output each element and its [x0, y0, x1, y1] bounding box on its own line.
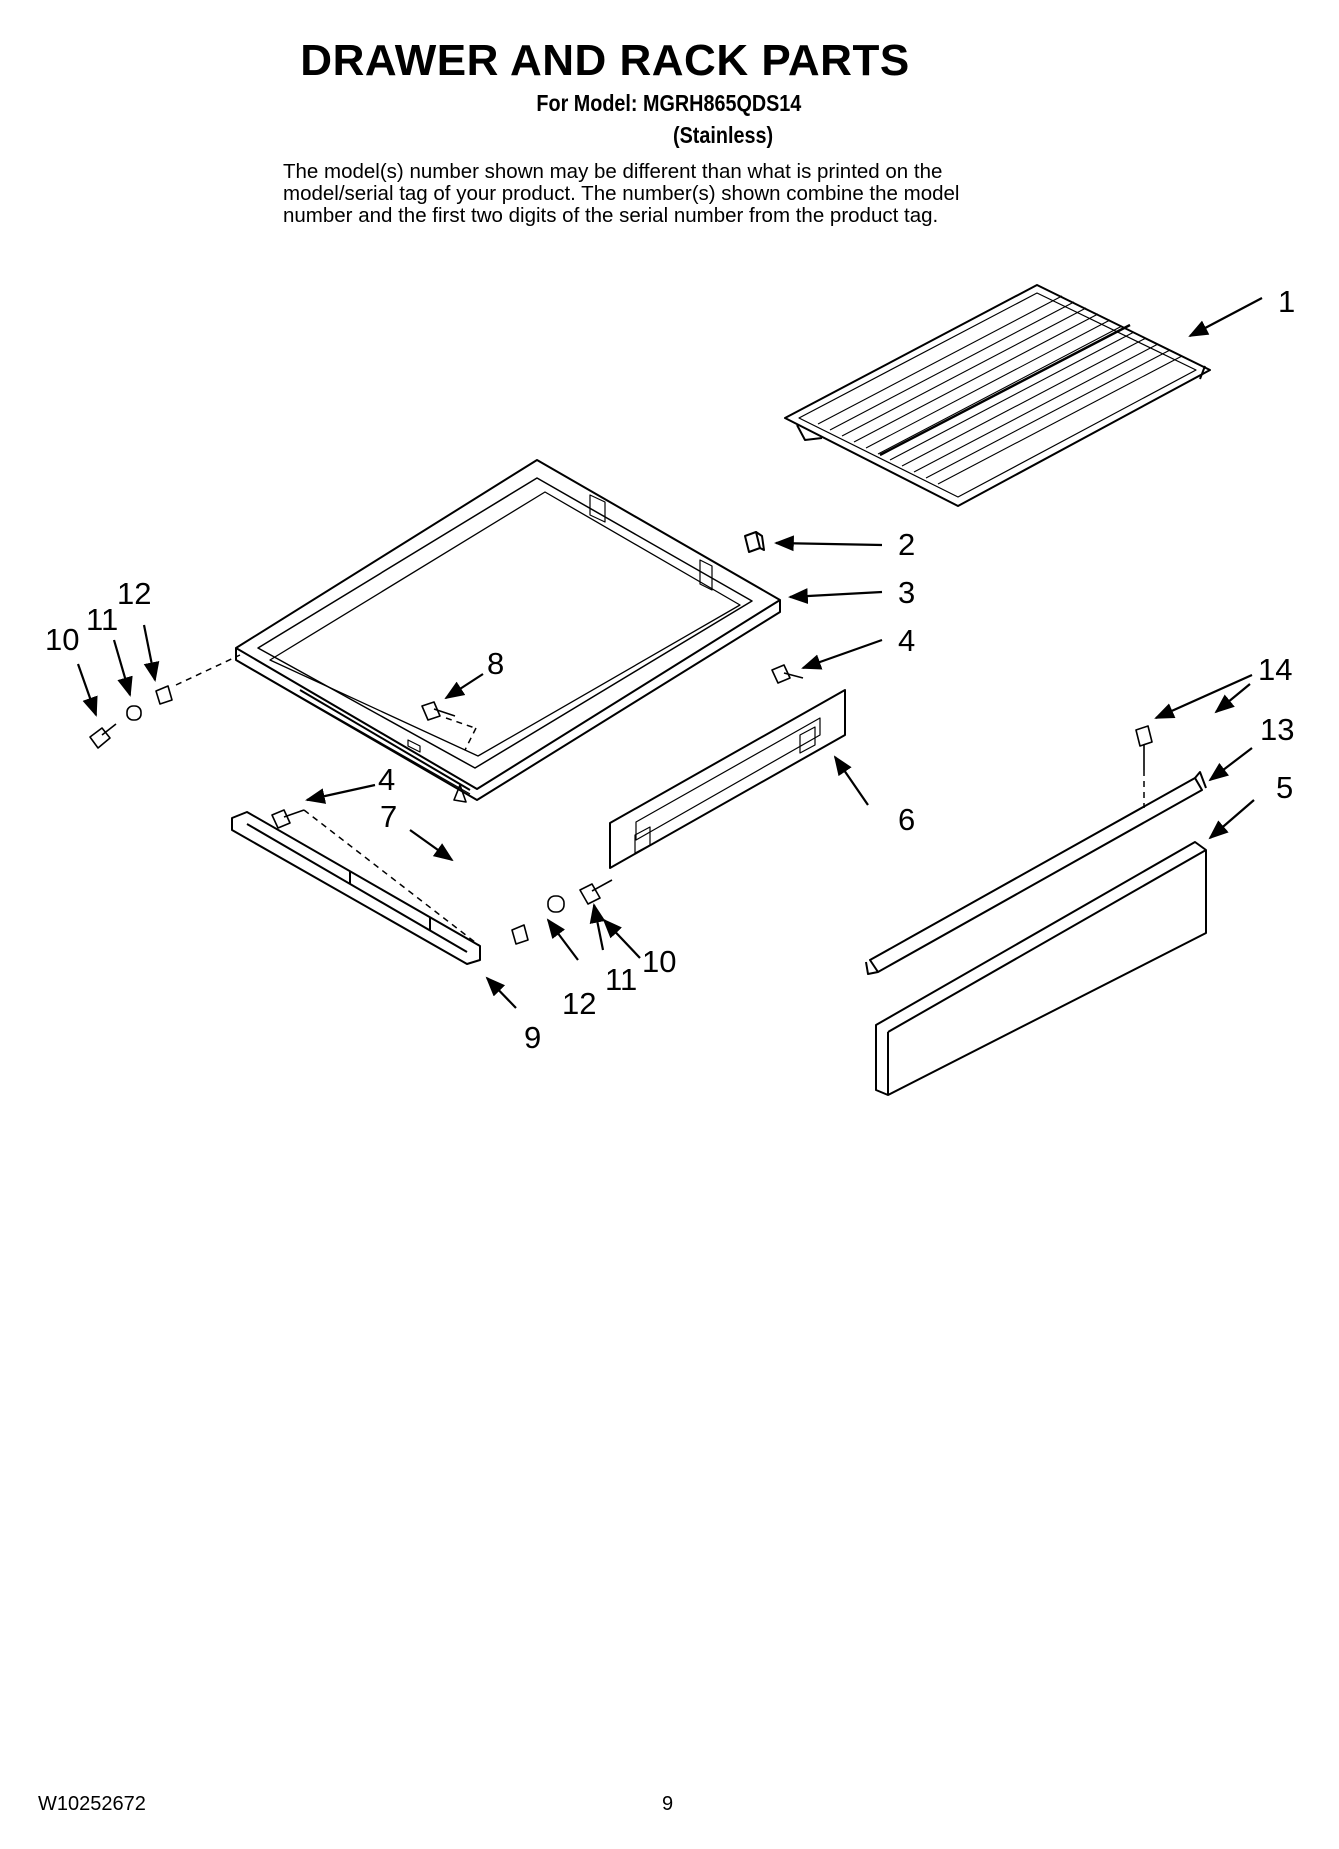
callout-4: 4 [898, 623, 915, 658]
note-line: The model(s) number shown may be differe… [283, 160, 943, 183]
callout-2: 2 [898, 527, 915, 562]
callout-11: 11 [605, 962, 637, 997]
model-note: The model(s) number shown may be differe… [283, 161, 1103, 227]
callout-5: 5 [1276, 770, 1293, 805]
callout-7: 7 [380, 799, 397, 834]
model-variant: (Stainless) [673, 122, 774, 148]
rack-bumper-part [744, 531, 765, 553]
page-title: DRAWER AND RACK PARTS [300, 36, 910, 85]
callout-12: 12 [117, 576, 151, 611]
callout-13: 13 [1260, 712, 1294, 747]
drawer-front-bracket-part [865, 771, 1207, 975]
oven-rack-part [784, 284, 1211, 507]
note-line: model/serial tag of your product. The nu… [283, 182, 960, 205]
callout-14: 14 [1258, 652, 1292, 687]
callout-4: 4 [378, 762, 395, 797]
page-number: 9 [662, 1793, 674, 1815]
note-line: number and the first two digits of the s… [283, 204, 939, 227]
callout-9: 9 [524, 1020, 541, 1055]
drawer-pan-part [235, 459, 781, 801]
rack-wires [817, 295, 1183, 485]
drawer-slide-part [231, 811, 481, 965]
callout-11: 11 [86, 602, 118, 637]
callout-leaders [76, 297, 1263, 1009]
callout-10: 10 [642, 944, 676, 979]
model-number: For Model: MGRH865QDS14 [536, 90, 802, 116]
callout-3: 3 [898, 575, 915, 610]
callout-8: 8 [487, 646, 504, 681]
assembly-guide-lines [175, 654, 1145, 947]
callout-6: 6 [898, 802, 915, 837]
callout-10: 10 [45, 622, 79, 657]
drawer-front-panel-part [875, 841, 1207, 1096]
hardware-parts [89, 664, 1153, 945]
document-number: W10252672 [38, 1793, 146, 1815]
callout-12: 12 [562, 986, 596, 1021]
drawer-rear-panel-part [609, 689, 846, 869]
callout-1: 1 [1278, 284, 1295, 319]
